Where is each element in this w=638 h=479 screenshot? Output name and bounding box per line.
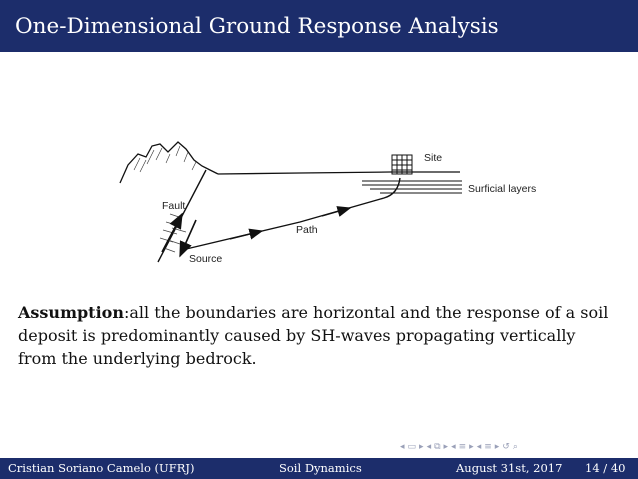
- fault-slip-arrow-up: [161, 212, 183, 253]
- nav-prev-icon[interactable]: ◂: [400, 442, 405, 452]
- ground-surface-line: [217, 171, 460, 175]
- site-label: Site: [424, 152, 442, 164]
- footer-author: Cristian Soriano Camelo (UFRJ): [8, 461, 195, 475]
- nav-doc-icon[interactable]: ≡: [484, 442, 492, 452]
- title-banner: One-Dimensional Ground Response Analysis: [0, 0, 638, 52]
- nav-doc-prev-icon[interactable]: ◂: [476, 442, 482, 452]
- nav-section-icon[interactable]: ⧉: [434, 442, 441, 452]
- nav-subsection-icon[interactable]: ≡: [458, 442, 467, 452]
- beamer-navigation: ◂ ▭ ▸ ◂ ⧉ ▸ ◂ ≡ ▸ ◂ ≡ ▸ ↺ ⌕: [400, 440, 518, 454]
- wave-path-arrow-1: [229, 228, 264, 240]
- nav-section-next-icon[interactable]: ▸: [443, 442, 449, 452]
- source-label: Source: [189, 253, 222, 265]
- nav-section-prev-icon[interactable]: ◂: [426, 442, 432, 452]
- nav-next-icon[interactable]: ▸: [419, 442, 424, 452]
- path-label: Path: [296, 224, 318, 236]
- nav-back-icon[interactable]: ↺: [502, 442, 510, 452]
- wave-path-arrow-2: [321, 206, 352, 217]
- wave-path-line: [181, 177, 401, 251]
- slide-title: One-Dimensional Ground Response Analysis: [15, 14, 499, 39]
- mountain-hatching: [133, 145, 197, 173]
- site-building: [391, 154, 413, 175]
- assumption-text: :all the boundaries are horizontal and t…: [18, 303, 609, 368]
- nav-frame-icon[interactable]: ▭: [407, 442, 417, 452]
- footer-bar: Cristian Soriano Camelo (UFRJ) Soil Dyna…: [0, 458, 638, 479]
- nav-subsection-next-icon[interactable]: ▸: [469, 442, 474, 452]
- nav-doc-next-icon[interactable]: ▸: [494, 442, 500, 452]
- fault-label: Fault: [162, 200, 185, 212]
- assumption-keyword: Assumption: [18, 303, 124, 322]
- surficial-layers: [362, 180, 462, 194]
- nav-search-icon[interactable]: ⌕: [512, 442, 518, 452]
- ground-response-diagram: Site Surficial layers Fault Path Source: [119, 141, 536, 265]
- fault-zone-hatching: [159, 213, 187, 253]
- footer-course: Soil Dynamics: [279, 461, 362, 475]
- mountain-outline: [119, 141, 219, 184]
- surficial-layers-label: Surficial layers: [468, 183, 536, 195]
- footer-date: August 31st, 2017: [456, 461, 563, 475]
- assumption-paragraph: Assumption:all the boundaries are horizo…: [18, 301, 618, 370]
- nav-subsection-prev-icon[interactable]: ◂: [451, 442, 456, 452]
- footer-page: 14 / 40: [585, 461, 626, 475]
